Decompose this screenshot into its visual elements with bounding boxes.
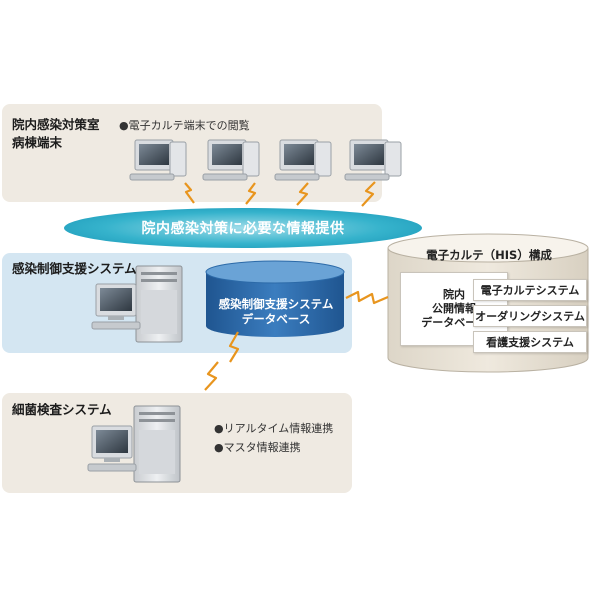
database-label: 感染制御支援システム データベース	[212, 297, 340, 327]
lab-bullet-realtime: ●リアルタイム情報連携	[214, 422, 334, 435]
lightning-link-icon	[245, 182, 257, 205]
ward-panel-bullet: ●電子カルテ端末での閲覧	[119, 119, 250, 132]
ward-computer-4-icon	[344, 139, 402, 181]
his-system-ordering: オーダリングシステム	[473, 305, 587, 327]
infection-control-title: 感染制御支援システム	[12, 261, 137, 276]
his-system-nursing: 看護支援システム	[473, 331, 587, 353]
public-db-line3: データベース	[421, 316, 487, 329]
lab-bullet-master: ●マスタ情報連携	[214, 441, 301, 454]
ward-panel-title-line1: 院内感染対策室	[12, 117, 100, 132]
lightning-link-icon	[296, 182, 309, 206]
public-db-line2: 公開情報	[431, 302, 476, 315]
database-label-line1: 感染制御支援システム	[218, 297, 334, 311]
database-label-line2: データベース	[241, 312, 311, 326]
lightning-link-icon	[204, 361, 219, 391]
lab-system-title: 細菌検査システム	[12, 402, 112, 417]
info-provision-banner: 院内感染対策に必要な情報提供	[64, 208, 422, 248]
lightning-link-icon	[345, 290, 389, 305]
infection-control-workstation-icon	[91, 265, 183, 343]
ward-panel-title-line2: 病棟端末	[12, 135, 63, 150]
his-label: 電子カルテ（HIS）構成	[426, 248, 552, 262]
lightning-link-icon	[228, 331, 240, 363]
database-cylinder-icon	[205, 260, 345, 337]
ward-computer-3-icon	[274, 139, 332, 181]
ward-computer-2-icon	[202, 139, 260, 181]
ward-computer-1-icon	[129, 139, 187, 181]
lab-workstation-icon	[87, 405, 181, 483]
lightning-link-icon	[361, 181, 376, 207]
lightning-link-icon	[184, 182, 195, 204]
his-system-emr: 電子カルテシステム	[473, 279, 587, 301]
public-db-line1: 院内	[442, 288, 465, 301]
